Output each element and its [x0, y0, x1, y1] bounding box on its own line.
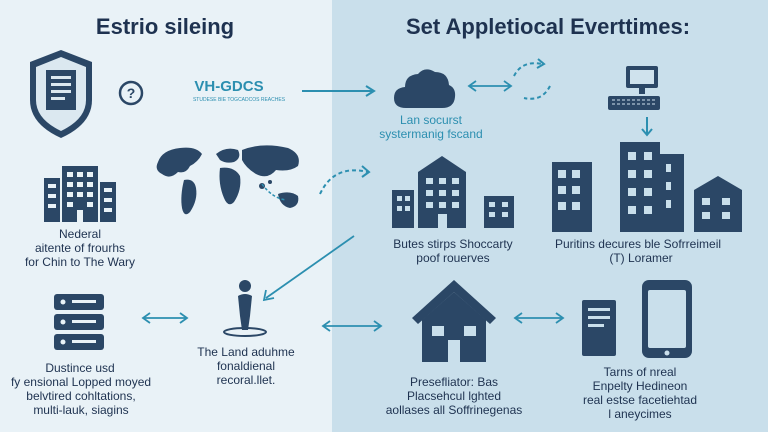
server-caption-2: fy ensional Lopped moyed — [10, 375, 152, 389]
house-caption-3: aollases all Soffrinegenas — [385, 403, 523, 417]
double-arrow-icon — [467, 80, 513, 92]
person-icon — [223, 280, 267, 337]
building-caption-3: for Chin to The Wary — [24, 255, 136, 269]
server-caption-3: belvtired cohltations, — [26, 389, 136, 403]
brand-subtitle: STUDESE BIE TOGCADCOS REACHES — [192, 97, 286, 103]
city-caption-1: Butes stirps Shoccarty — [393, 237, 513, 251]
arrow-icon — [302, 85, 376, 97]
building-caption-1: Nederal — [58, 227, 102, 241]
shield-document-icon — [30, 50, 92, 138]
tablet-caption-4: l aneycimes — [608, 407, 672, 421]
house-caption-1: Presefliator: Bas — [409, 375, 499, 389]
server-caption-4: multi-lauk, siagins — [33, 403, 129, 417]
office-buildings-icon — [44, 166, 116, 222]
city-caption-2: poof rouerves — [416, 251, 490, 265]
left-heading: Estrio sileing — [95, 14, 235, 39]
diagonal-arrow-icon — [262, 235, 355, 302]
person-caption-2: fonaldienal — [216, 359, 276, 373]
dashed-link-icon — [319, 165, 371, 195]
person-caption-1: The Land aduhme — [197, 345, 295, 359]
building-caption-2: aitente of frourhs — [34, 241, 126, 255]
tablet-caption-3: real estse facetiehtad — [582, 393, 698, 407]
arrow-down-icon — [641, 117, 653, 137]
brand-title: VH-GDCS — [194, 78, 264, 95]
house-icon — [412, 280, 496, 362]
double-arrow-icon — [513, 312, 565, 324]
house-caption-2: Placsehcul lghted — [406, 389, 502, 403]
cloud-caption-1: Lan socurst — [399, 113, 463, 127]
sync-icon — [513, 58, 551, 100]
cloud-caption-2: systermanig fscand — [379, 127, 483, 141]
tablet-caption-2: Enpelty Hedineon — [592, 379, 688, 393]
svg-text:?: ? — [127, 85, 136, 101]
world-map-icon — [156, 145, 299, 215]
tablet-icon — [582, 280, 692, 358]
right-heading: Set Appletiocal Everttimes: — [405, 14, 691, 39]
server-stack-icon — [54, 294, 104, 350]
towers-caption-1: Puritins decures ble Sofrreimeil — [554, 237, 722, 251]
help-circle-icon: ? — [118, 80, 144, 106]
person-caption-3: recoral.llet. — [216, 373, 276, 387]
tablet-caption-1: Tarns of nreal — [603, 365, 677, 379]
computer-icon — [608, 66, 660, 110]
double-arrow-icon — [141, 312, 189, 324]
city-buildings-icon — [392, 156, 514, 228]
double-arrow-icon — [321, 320, 383, 332]
cloud-icon — [394, 69, 456, 108]
skyscrapers-icon — [552, 142, 742, 232]
server-caption-1: Dustince usd — [45, 361, 115, 375]
towers-caption-2: (T) Loramer — [609, 251, 673, 265]
